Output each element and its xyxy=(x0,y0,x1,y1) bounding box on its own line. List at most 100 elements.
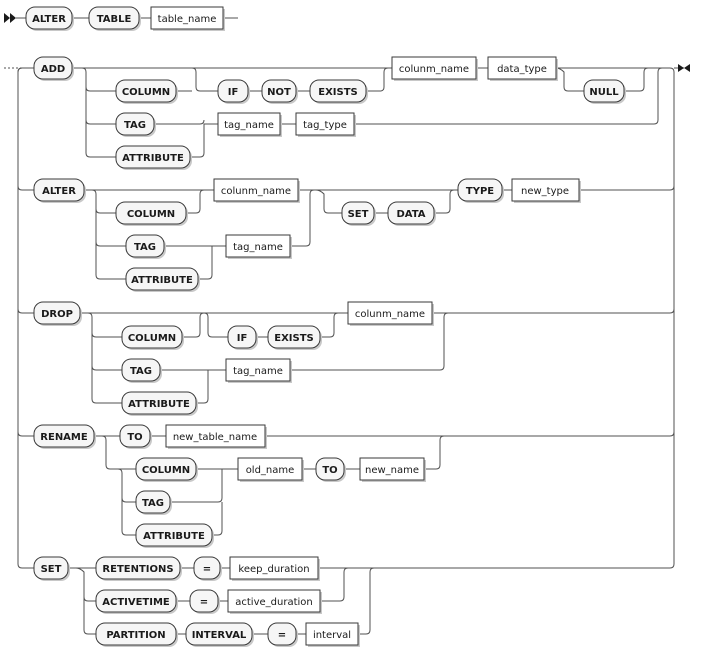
keyword-rename-to-2: TO xyxy=(315,457,346,482)
term-rename-old-name: old_name xyxy=(237,457,304,482)
term-set-interval: interval xyxy=(305,622,360,647)
keyword-label: = xyxy=(278,630,286,641)
keyword-label: ADD xyxy=(41,64,65,75)
keyword-label: INTERVAL xyxy=(192,630,247,641)
term-set-active-duration: active_duration xyxy=(227,589,322,614)
keyword-label: COLUMN xyxy=(127,209,175,220)
keyword-label: ALTER xyxy=(32,14,66,25)
term-alter-tag-name: tag_name xyxy=(225,234,292,259)
term-label: tag_name xyxy=(233,366,283,377)
term-alter-new-type: new_type xyxy=(511,178,581,203)
term-label: interval xyxy=(313,630,351,641)
start-marker-icon xyxy=(4,13,16,23)
keyword-label: ATTRIBUTE xyxy=(143,531,205,542)
keyword-set-equals-2: = xyxy=(189,589,220,614)
keyword-label: IF xyxy=(237,333,248,344)
keyword-rename: RENAME xyxy=(33,424,96,449)
keyword-label: ATTRIBUTE xyxy=(131,275,193,286)
term-drop-column-name: colunm_name xyxy=(347,301,434,326)
term-label: tag_name xyxy=(233,242,283,253)
keyword-label: ATTRIBUTE xyxy=(128,399,190,410)
term-table-name: table_name xyxy=(150,6,225,31)
keyword-set-equals-3: = xyxy=(267,622,298,647)
keyword-rename-attribute: ATTRIBUTE xyxy=(135,523,214,548)
keyword-rename-column: COLUMN xyxy=(135,457,198,482)
keyword-label: ATTRIBUTE xyxy=(122,153,184,164)
keyword-label: = xyxy=(200,597,208,608)
term-label: tag_name xyxy=(224,120,274,131)
term-alter-column-name: colunm_name xyxy=(213,178,300,203)
keyword-label: RENAME xyxy=(40,432,88,443)
keyword-set-retentions: RETENTIONS xyxy=(95,556,182,581)
keyword-set-partition: PARTITION xyxy=(95,622,178,647)
keyword-label: SET xyxy=(41,564,62,575)
keyword-label: TO xyxy=(127,432,142,443)
keyword-label: COLUMN xyxy=(142,465,190,476)
keyword-set: SET xyxy=(33,556,70,581)
keyword-label: TAG xyxy=(130,366,152,377)
keyword-label: EXISTS xyxy=(274,333,314,344)
keyword-set-interval: INTERVAL xyxy=(185,622,254,647)
keyword-label: ACTIVETIME xyxy=(102,597,170,608)
keyword-add-tag: TAG xyxy=(115,112,156,137)
keyword-alter-type: TYPE xyxy=(457,178,504,203)
term-drop-tag-name: tag_name xyxy=(225,358,292,383)
keyword-label: NULL xyxy=(589,87,619,98)
term-rename-new-name: new_name xyxy=(359,457,426,482)
keyword-label: TAG xyxy=(142,498,164,509)
keyword-add-null: NULL xyxy=(583,79,626,104)
keyword-alter: ALTER xyxy=(33,178,86,203)
keyword-drop-column: COLUMN xyxy=(121,325,184,350)
term-label: old_name xyxy=(246,465,295,476)
term-label: new_table_name xyxy=(173,432,257,443)
term-label: colunm_name xyxy=(221,186,291,197)
keyword-label: IF xyxy=(228,87,239,98)
keyword-label: EXISTS xyxy=(318,87,358,98)
keyword-add-not: NOT xyxy=(261,79,298,104)
keyword-label: TYPE xyxy=(466,186,494,197)
keyword-drop-tag: TAG xyxy=(121,358,162,383)
keyword-drop-exists: EXISTS xyxy=(267,325,322,350)
keyword-add-column: COLUMN xyxy=(115,79,178,104)
term-label: active_duration xyxy=(235,597,312,608)
keyword-label: ALTER xyxy=(42,186,76,197)
keyword-label: TAG xyxy=(124,120,146,131)
keyword-rename-tag: TAG xyxy=(135,490,172,515)
keyword-drop-if: IF xyxy=(227,325,258,350)
term-label: colunm_name xyxy=(399,64,469,75)
keyword-alter-data: DATA xyxy=(387,201,436,226)
keyword-add-attribute: ATTRIBUTE xyxy=(115,145,192,170)
end-marker-icon xyxy=(678,64,690,72)
keyword-set-equals-1: = xyxy=(193,556,222,581)
keyword-add-if: IF xyxy=(217,79,250,104)
keyword-label: RETENTIONS xyxy=(102,564,173,575)
term-add-column-name: colunm_name xyxy=(391,56,478,81)
term-label: keep_duration xyxy=(238,564,309,575)
keyword-alter-tag: TAG xyxy=(125,234,166,259)
keyword-label: COLUMN xyxy=(122,87,170,98)
term-set-keep-duration: keep_duration xyxy=(229,556,320,581)
keyword-alter-column: COLUMN xyxy=(115,201,188,226)
term-add-data-type: data_type xyxy=(487,56,558,81)
keyword-label: COLUMN xyxy=(128,333,176,344)
term-label: new_type xyxy=(521,186,569,197)
keyword-label: DROP xyxy=(41,309,73,320)
keyword-label: TAG xyxy=(134,242,156,253)
keyword-table: TABLE xyxy=(88,6,141,31)
keyword-add: ADD xyxy=(33,56,74,81)
keyword-label: TO xyxy=(322,465,337,476)
term-label: new_name xyxy=(365,465,419,476)
keyword-alter-header: ALTER xyxy=(25,6,74,31)
keyword-drop: DROP xyxy=(33,301,82,326)
keyword-label: DATA xyxy=(396,209,425,220)
keyword-label: NOT xyxy=(267,87,291,98)
keyword-drop-attribute: ATTRIBUTE xyxy=(121,391,198,416)
term-label: data_type xyxy=(497,64,547,75)
keyword-alter-set: SET xyxy=(341,201,376,226)
term-add-tag-type: tag_type xyxy=(295,112,356,137)
keyword-label: PARTITION xyxy=(106,630,165,641)
keyword-alter-attribute: ATTRIBUTE xyxy=(125,267,200,292)
term-rename-new-table-name: new_table_name xyxy=(165,424,267,449)
keyword-add-exists: EXISTS xyxy=(309,79,368,104)
term-label: colunm_name xyxy=(355,309,425,320)
